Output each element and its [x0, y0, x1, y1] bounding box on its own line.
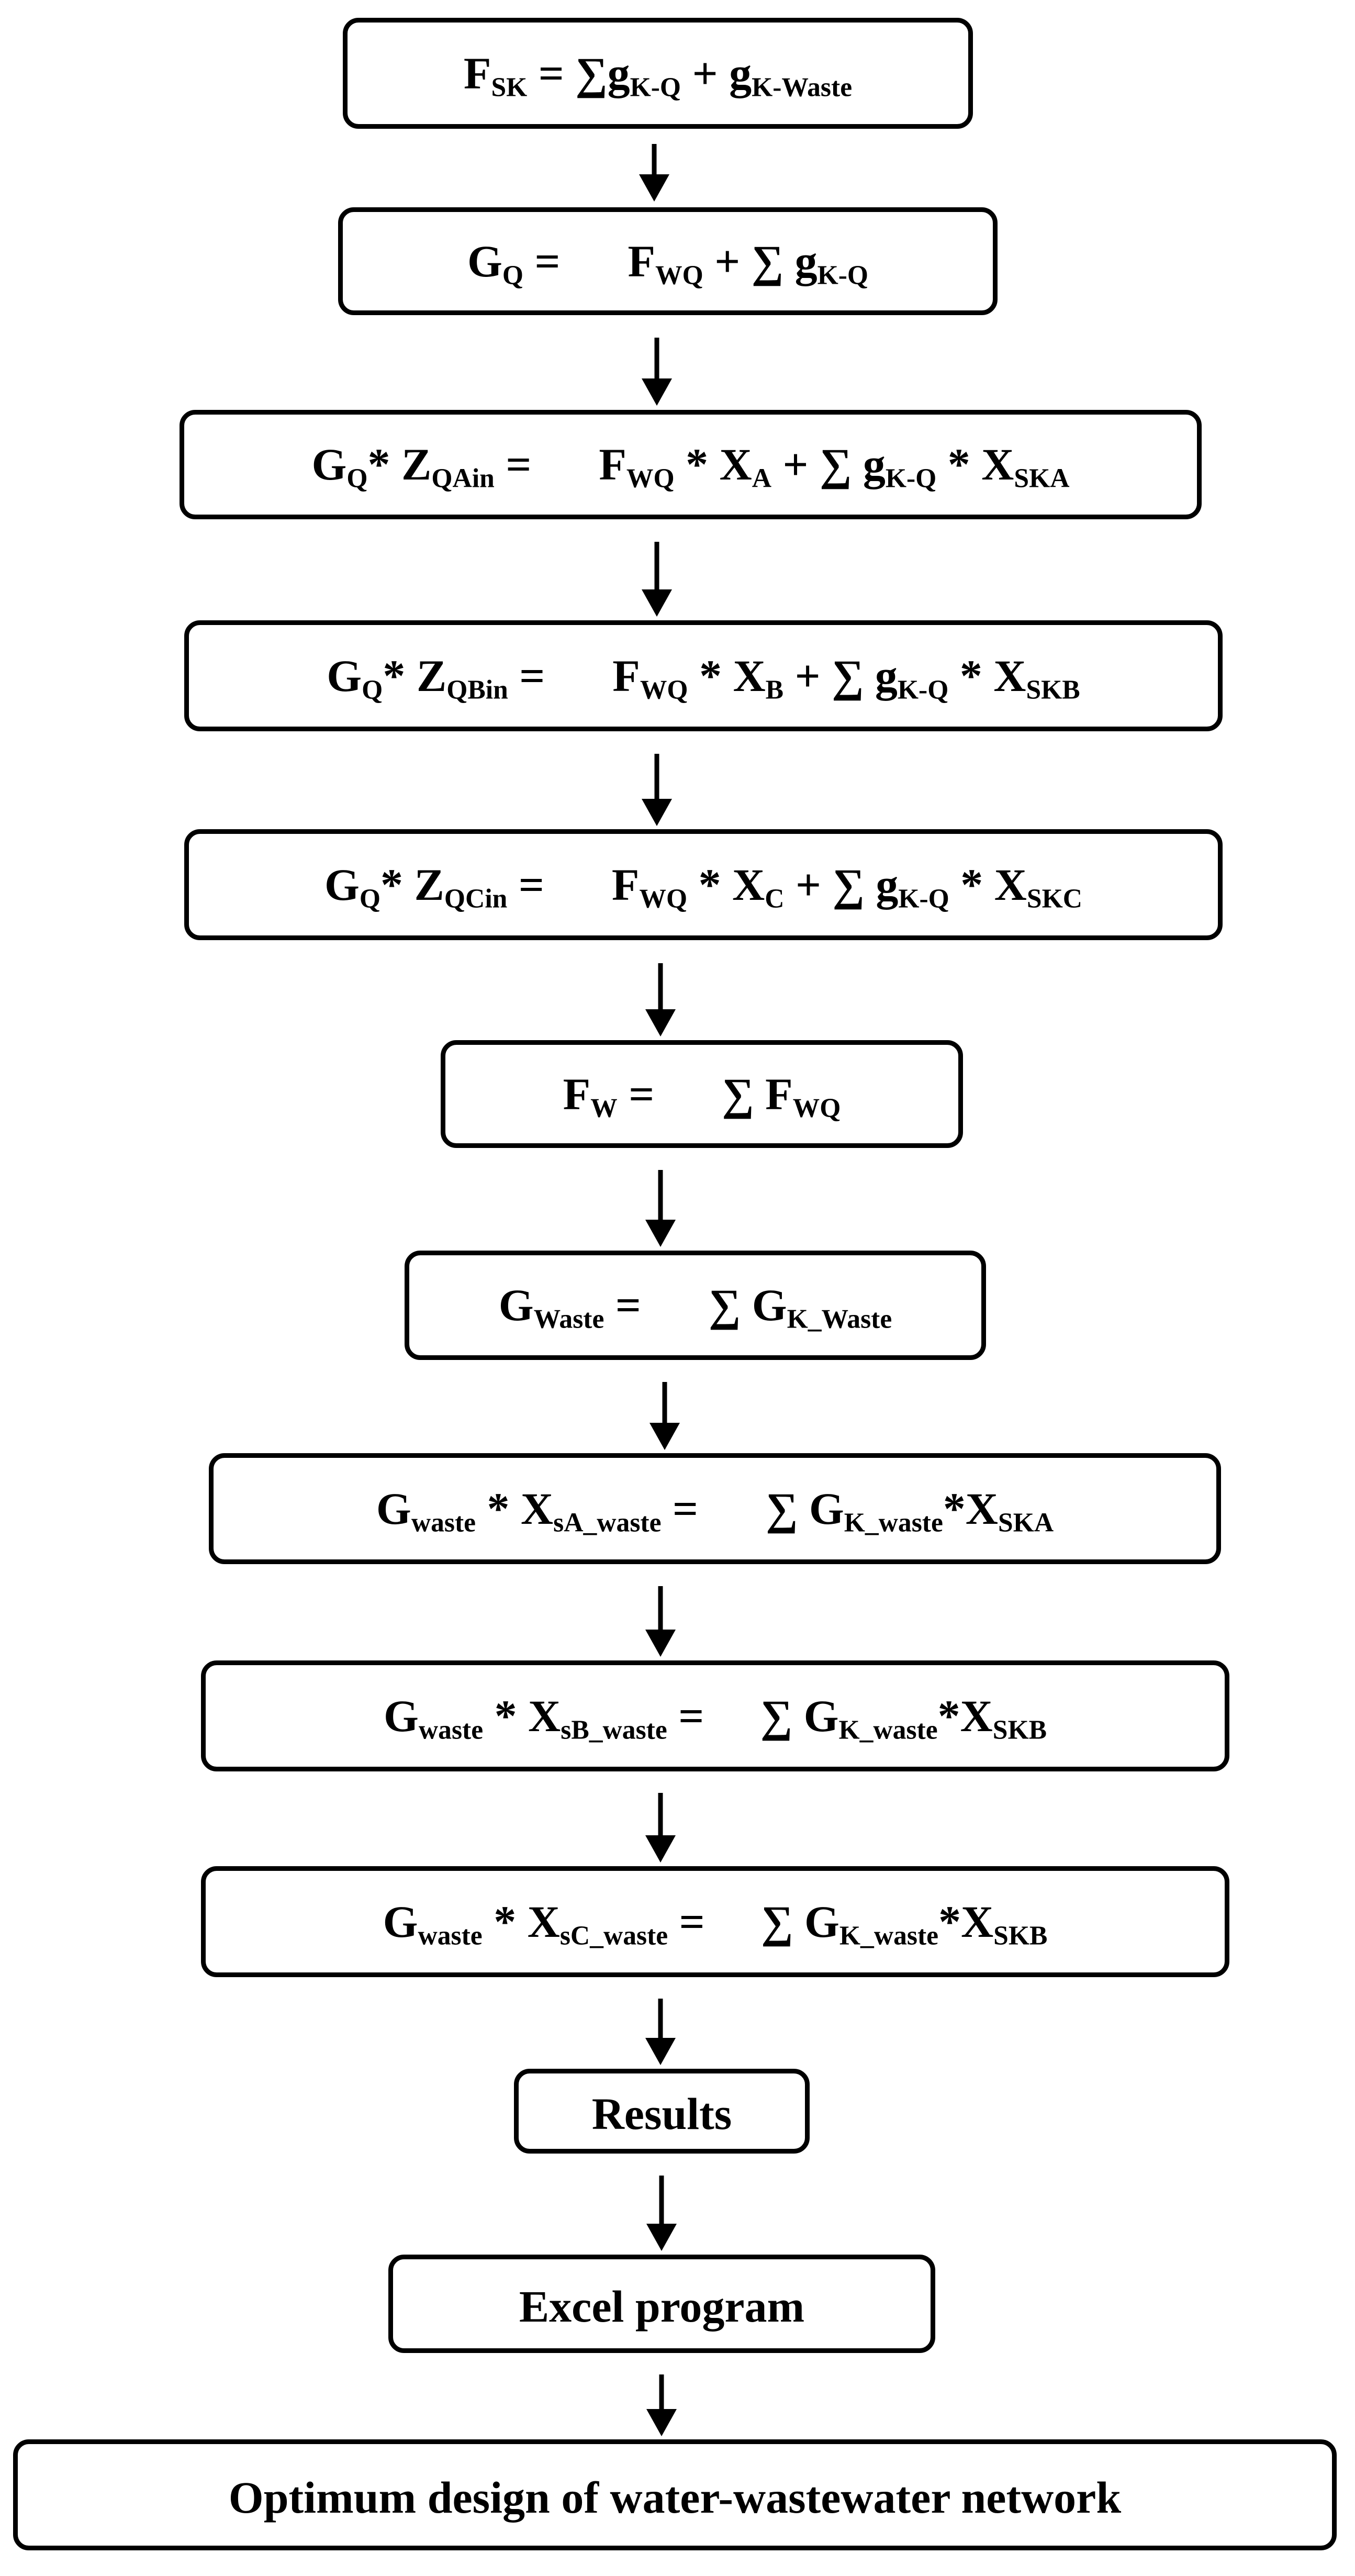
node-gq-zqcin-equation: GQ* ZQCin = FWQ * XC + ∑ gK-Q * XSKC	[184, 829, 1223, 940]
arrow-gq-to-gq-zqain	[642, 338, 672, 406]
node-gq-zqain-equation: GQ* ZQAin = FWQ * XA + ∑ gK-Q * XSKA	[180, 410, 1202, 519]
arrow-gwaste-to-gwaste-xsa	[649, 1382, 680, 1450]
arrow-gwaste-xsa-to-gwaste-xsb	[645, 1586, 676, 1657]
arrow-gwaste-xsb-to-gwaste-xsc	[645, 1793, 676, 1863]
fsk-equation-text: FSK = ∑gK-Q + gK-Waste	[463, 48, 853, 103]
arrow-fw-to-gwaste	[645, 1170, 676, 1247]
gq-zqain-equation-text: GQ* ZQAin = FWQ * XA + ∑ gK-Q * XSKA	[311, 439, 1070, 494]
node-fsk-equation: FSK = ∑gK-Q + gK-Waste	[343, 18, 973, 129]
node-gq-zqbin-equation: GQ* ZQBin = FWQ * XB + ∑ gK-Q * XSKB	[184, 620, 1223, 731]
gq-zqcin-equation-text: GQ* ZQCin = FWQ * XC + ∑ gK-Q * XSKC	[324, 859, 1082, 914]
arrow-results-to-excel-program	[646, 2176, 677, 2251]
node-gwaste-xsb-equation: Gwaste * XsB_waste = ∑ GK_waste*XSKB	[201, 1660, 1229, 1771]
arrow-gq-zqcin-to-fw	[645, 963, 676, 1036]
node-gwaste-xsa-equation: Gwaste * XsA_waste = ∑ GK_waste*XSKA	[209, 1453, 1221, 1564]
arrow-excel-program-to-optimum-design	[646, 2374, 677, 2436]
node-gwaste-equation: GWaste = ∑ GK_Waste	[405, 1251, 986, 1360]
gwaste-xsb-equation-text: Gwaste * XsB_waste = ∑ GK_waste*XSKB	[384, 1690, 1047, 1745]
node-gwaste-xsc-equation: Gwaste * XsC_waste = ∑ GK_waste*XSKB	[201, 1866, 1229, 1977]
gq-zqbin-equation-text: GQ* ZQBin = FWQ * XB + ∑ gK-Q * XSKB	[327, 650, 1080, 705]
arrow-gq-zqbin-to-gq-zqcin	[642, 754, 672, 826]
gwaste-xsa-equation-text: Gwaste * XsA_waste = ∑ GK_waste*XSKA	[376, 1483, 1054, 1538]
node-results: Results	[514, 2069, 810, 2154]
gq-equation-text: GQ = FWQ + ∑ gK-Q	[467, 236, 869, 291]
optimum-design-label: Optimum design of water-wastewater netwo…	[228, 2472, 1122, 2523]
arrow-gwaste-xsc-to-results	[645, 1999, 676, 2065]
results-label: Results	[591, 2089, 732, 2139]
excel-program-label: Excel program	[519, 2281, 805, 2332]
node-optimum-design: Optimum design of water-wastewater netwo…	[13, 2439, 1337, 2550]
gwaste-equation-text: GWaste = ∑ GK_Waste	[498, 1280, 892, 1334]
arrow-fsk-to-gq	[639, 144, 669, 202]
gwaste-xsc-equation-text: Gwaste * XsC_waste = ∑ GK_waste*XSKB	[383, 1896, 1048, 1951]
fw-equation-text: FW = ∑ FWQ	[563, 1068, 841, 1123]
node-fw-equation: FW = ∑ FWQ	[441, 1040, 963, 1148]
node-gq-equation: GQ = FWQ + ∑ gK-Q	[338, 207, 998, 315]
arrow-gq-zqain-to-gq-zqbin	[642, 542, 672, 617]
node-excel-program: Excel program	[388, 2255, 935, 2353]
